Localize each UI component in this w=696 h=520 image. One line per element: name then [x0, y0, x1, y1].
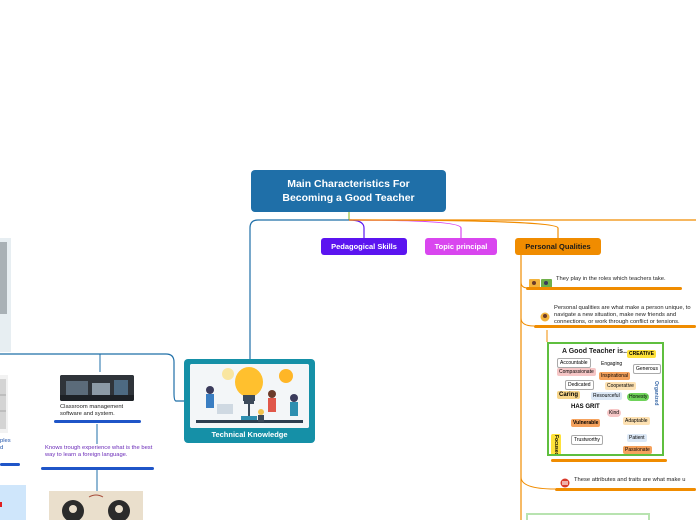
roles-underline: [526, 287, 682, 290]
language-underline: [41, 467, 154, 470]
central-topic-line2: Becoming a Good Teacher: [282, 192, 415, 204]
classroom-software-text: Classroom management software and system…: [60, 404, 124, 417]
poster-word: Adaptable: [623, 417, 650, 425]
poster-word: Caring: [557, 391, 581, 399]
language-experience-text: Knows trough experience what is the best…: [45, 445, 153, 458]
branch-technical-knowledge[interactable]: Technical Knowledge: [184, 359, 315, 443]
poster-title: A Good Teacher is...: [562, 348, 629, 355]
poster-word: Kind: [607, 409, 622, 417]
poster-word: Trustworthy: [571, 435, 603, 445]
personal-qualities-icon: [540, 309, 550, 322]
branch-topic-label: Topic principal: [434, 242, 488, 251]
poster-word: Patient: [627, 434, 647, 442]
left-partial-image-2: [0, 375, 8, 433]
poster-word: Cooperative: [605, 382, 636, 390]
left-fragment-underline: [0, 463, 20, 466]
attributes-underline: [555, 488, 696, 491]
poster-word: Engaging: [601, 361, 623, 367]
roles-icon: [529, 275, 553, 288]
language-brain-image: [49, 491, 143, 520]
branch-pedagogical-skills[interactable]: Pedagogical Skills: [321, 238, 407, 255]
left-fragment-text-2: d: [0, 445, 4, 451]
attributes-text: These attributes and traits are what mak…: [574, 477, 686, 483]
poster-word: Compassionate: [557, 368, 596, 376]
poster-word: Passionate: [623, 446, 652, 454]
poster-word: Organized: [653, 381, 659, 406]
roles-text: They play in the roles which teachers ta…: [556, 276, 666, 282]
personal-definition-text: Personal qualities are what make a perso…: [554, 305, 691, 325]
branch-personal-qualities[interactable]: Personal Qualities: [515, 238, 601, 255]
technical-illustration: [190, 364, 309, 428]
poster-word: Accountable: [557, 358, 591, 368]
poster-word: Vulnerable: [571, 419, 601, 427]
poster-word: CREATIVE: [627, 350, 656, 358]
branch-pedagogical-label: Pedagogical Skills: [331, 242, 397, 251]
central-topic-line1: Main Characteristics For: [287, 178, 410, 190]
attributes-icon: [560, 475, 570, 488]
definition-underline: [534, 325, 696, 328]
branch-personal-label: Personal Qualities: [525, 242, 591, 251]
poster-word: Dedicated: [565, 380, 594, 390]
classroom-software-image: [60, 375, 134, 401]
left-partial-image: [0, 242, 7, 314]
poster-word: Generous: [633, 364, 661, 374]
poster-word: HAS GRIT: [571, 404, 600, 410]
left-partial-panel: [0, 238, 11, 352]
good-teacher-poster: A Good Teacher is... CREATIVE Accountabl…: [547, 342, 664, 456]
next-image-partial: [526, 513, 650, 520]
classroom-underline: [54, 420, 141, 423]
poster-underline: [551, 459, 667, 462]
branch-topic-principal[interactable]: Topic principal: [425, 238, 497, 255]
left-partial-box: [0, 485, 26, 520]
poster-word: Resourceful: [591, 392, 622, 400]
poster-word: Inspirational: [599, 372, 630, 380]
left-fragment-text-1: ples: [0, 438, 11, 444]
central-topic[interactable]: Main Characteristics For Becoming a Good…: [251, 170, 446, 212]
branch-technical-label: Technical Knowledge: [211, 430, 288, 439]
poster-word: Honesty: [627, 393, 650, 401]
poster-word: Focused: [551, 434, 561, 456]
